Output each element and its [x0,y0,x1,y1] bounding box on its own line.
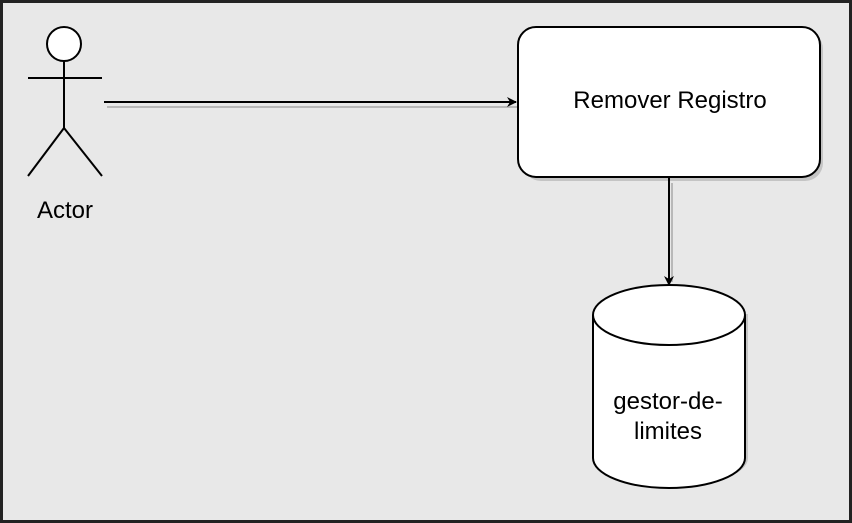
actor-icon[interactable] [27,26,103,177]
datastore-label: gestor-de- limites [592,387,744,447]
actor-right-leg [63,127,103,177]
datastore-node[interactable] [592,284,746,489]
process-label: Remover Registro [573,87,767,114]
datastore-label-line1: gestor-de- [613,388,723,415]
datastore-top [592,284,746,346]
datastore-label-line2: limites [633,418,702,445]
datastore-body [592,315,746,489]
actor-left-leg [27,127,65,177]
actor-head [46,26,82,62]
actor-label: Actor [36,197,93,224]
process-node[interactable] [517,26,821,178]
